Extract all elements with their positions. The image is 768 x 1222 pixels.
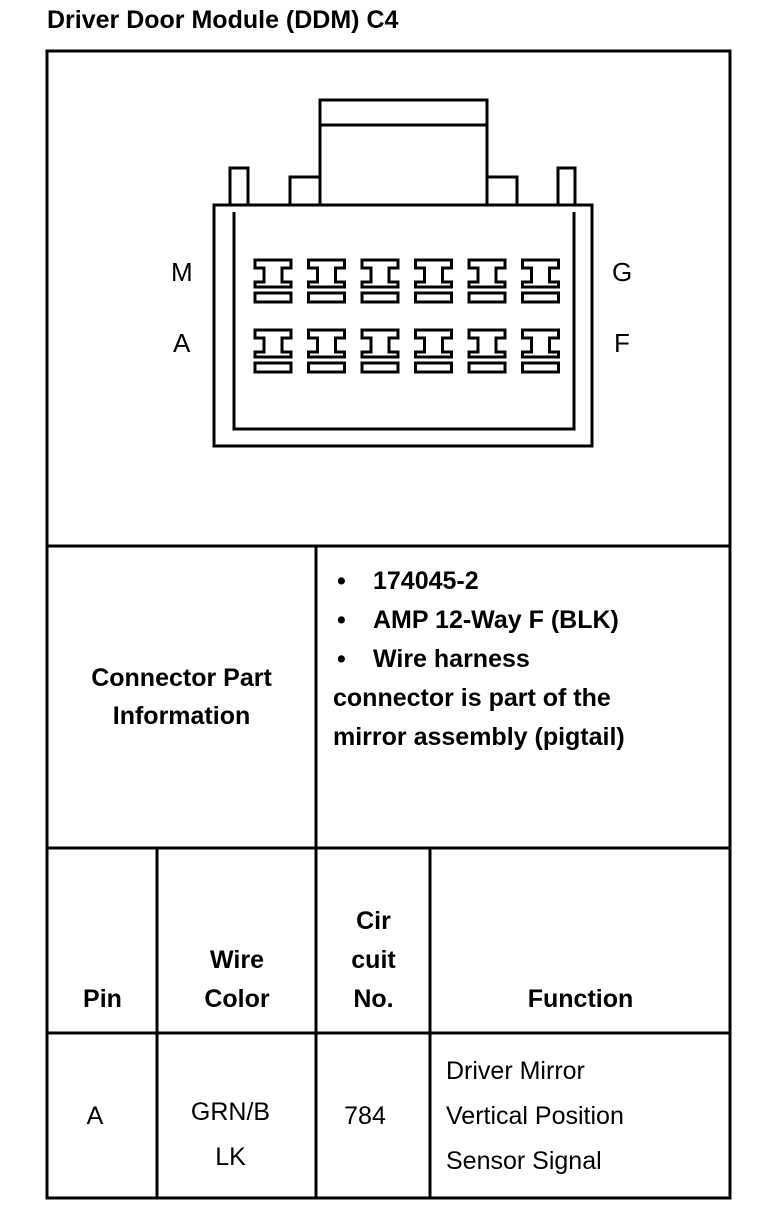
terminal-cavity xyxy=(253,328,293,374)
list-item: • 174045-2 xyxy=(333,562,723,601)
pin-label-m: M xyxy=(171,257,193,287)
terminal-cavity xyxy=(307,328,346,374)
header-line: Color xyxy=(204,985,270,1013)
connector-type: AMP 12-Way F (BLK) xyxy=(373,606,619,634)
part-info-label-line: Connector Part xyxy=(91,664,272,692)
cell-function: Driver Mirror Vertical Position Sensor S… xyxy=(446,1049,726,1184)
connector-cavities xyxy=(253,258,560,374)
pin-label-a: A xyxy=(173,328,191,358)
header-line: Cir xyxy=(356,907,391,935)
outer-border xyxy=(45,49,732,1200)
terminal-cavity xyxy=(521,258,560,304)
list-item: • AMP 12-Way F (BLK) xyxy=(333,601,723,640)
cell-line: Driver Mirror xyxy=(446,1057,585,1085)
terminal-cavity xyxy=(467,258,507,304)
header-wire-color: Wire Color xyxy=(158,941,316,1019)
harness-note: Wire harness xyxy=(373,645,530,673)
part-info-label-line: Information xyxy=(112,702,251,730)
terminal-cavity xyxy=(360,258,400,304)
terminal-cavity xyxy=(521,328,560,374)
terminal-cavity xyxy=(467,328,507,374)
connector-diagram xyxy=(212,98,594,448)
cell-line: Sensor Signal xyxy=(446,1147,602,1175)
pin-label-f: F xyxy=(614,328,630,358)
cell-pin: A xyxy=(86,1102,104,1130)
list-item: • Wire harness xyxy=(333,640,723,679)
terminal-cavity xyxy=(414,328,453,374)
connector-part-info-list: • 174045-2 • AMP 12-Way F (BLK) • Wire h… xyxy=(333,562,723,757)
cell-line: GRN/B xyxy=(190,1098,271,1126)
header-line: Wire xyxy=(210,946,264,974)
header-line: No. xyxy=(353,985,394,1013)
pin-label-g: G xyxy=(612,257,633,287)
cell-line: Vertical Position xyxy=(446,1102,624,1130)
cell-wire-color: GRN/B LK xyxy=(158,1090,303,1180)
terminal-cavity xyxy=(253,258,293,304)
header-pin: Pin xyxy=(83,985,122,1013)
part-number: 174045-2 xyxy=(373,567,479,595)
bullet-icon: • xyxy=(337,606,346,634)
cell-circuit: 784 xyxy=(344,1102,386,1130)
terminal-cavity xyxy=(307,258,346,304)
harness-note-continued: connector is part of the xyxy=(333,684,611,712)
connector-part-info-label: Connector Part Information xyxy=(48,546,315,848)
page-title: Driver Door Module (DDM) C4 xyxy=(47,6,399,34)
terminal-cavity xyxy=(414,258,453,304)
harness-note-continued: mirror assembly (pigtail) xyxy=(333,723,625,751)
terminal-cavity xyxy=(360,328,400,374)
header-line: cuit xyxy=(351,946,396,974)
cell-line: LK xyxy=(215,1143,246,1171)
header-function: Function xyxy=(527,985,634,1013)
header-circuit-no: Cir cuit No. xyxy=(317,902,430,1019)
bullet-icon: • xyxy=(337,567,346,595)
bullet-icon: • xyxy=(337,645,346,673)
